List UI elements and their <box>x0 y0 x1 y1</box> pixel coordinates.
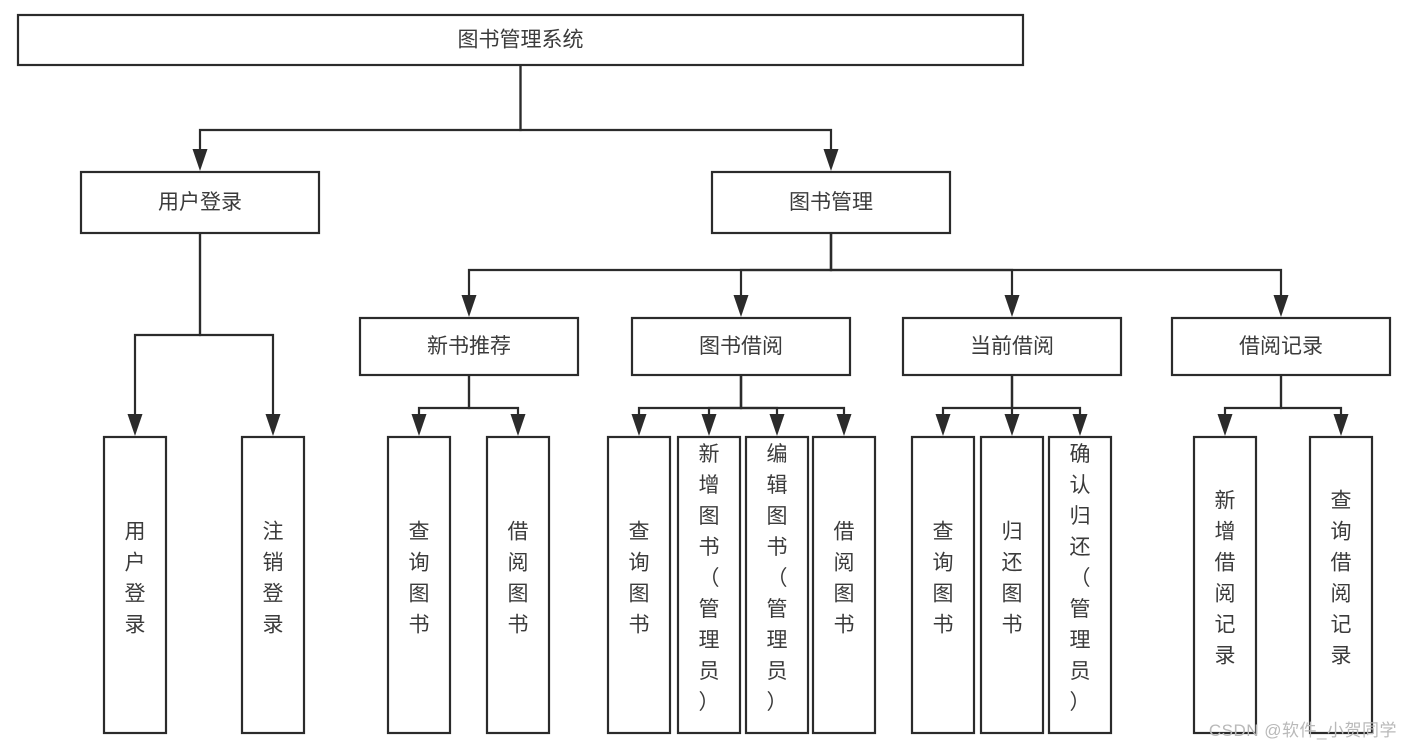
connector-edge-login-leaf1 <box>127 233 202 436</box>
connector-edge-login-leaf2 <box>198 233 281 436</box>
node-user-login[interactable]: 用户登录 <box>79 170 321 235</box>
node-book-manage[interactable]: 图书管理 <box>710 170 952 235</box>
connector-edge-borrow-leaf1 <box>631 375 743 436</box>
node-root[interactable]: 图书管理系统 <box>16 13 1025 67</box>
node-label-borrow-record: 借阅记录 <box>1239 335 1323 358</box>
node-leaf-add-book[interactable]: 新增图书（管理员） <box>676 435 742 735</box>
connector-edge-borrow-leaf2 <box>701 375 743 436</box>
edge-layer <box>127 65 1349 436</box>
node-box-new-book-rec <box>358 316 580 377</box>
node-layer: 图书管理系统用户登录图书管理新书推荐图书借阅当前借阅借阅记录用户登录注销登录查询… <box>16 13 1392 735</box>
node-label-leaf-add-record: 新增借阅记录 <box>1215 490 1236 668</box>
node-label-leaf-query-book-3: 查询图书 <box>933 521 954 637</box>
node-book-borrow[interactable]: 图书借阅 <box>630 316 852 377</box>
node-label-leaf-edit-book: 编辑图书（管理员） <box>767 443 788 714</box>
node-box-leaf-query-record <box>1308 435 1374 735</box>
node-leaf-return-book[interactable]: 归还图书 <box>979 435 1045 735</box>
node-leaf-add-record[interactable]: 新增借阅记录 <box>1192 435 1258 735</box>
node-box-leaf-user-login <box>102 435 168 735</box>
node-label-leaf-query-book-1: 查询图书 <box>409 521 430 637</box>
node-box-book-borrow <box>630 316 852 377</box>
node-label-leaf-return-book: 归还图书 <box>1002 521 1023 637</box>
node-label-leaf-query-book-2: 查询图书 <box>629 521 650 637</box>
connector-edge-root-users <box>192 65 522 171</box>
node-box-current-borrow <box>901 316 1123 377</box>
connector-edge-current-leaf1 <box>935 375 1014 436</box>
node-label-root: 图书管理系统 <box>458 29 584 52</box>
connector-edge-books-record <box>829 233 1289 317</box>
connector-edge-borrow-leaf4 <box>739 375 852 436</box>
node-box-leaf-add-record <box>1192 435 1258 735</box>
connector-edge-current-leaf3 <box>1010 375 1088 436</box>
connector-edge-books-borrow <box>733 233 833 317</box>
node-borrow-record[interactable]: 借阅记录 <box>1170 316 1392 377</box>
node-current-borrow[interactable]: 当前借阅 <box>901 316 1123 377</box>
connector-edge-borrow-leaf3 <box>739 375 785 436</box>
node-label-leaf-borrow-book-1: 借阅图书 <box>508 521 529 637</box>
node-label-user-login: 用户登录 <box>158 191 242 214</box>
node-box-borrow-record <box>1170 316 1392 377</box>
node-label-book-manage: 图书管理 <box>789 191 873 214</box>
node-leaf-edit-book[interactable]: 编辑图书（管理员） <box>744 435 810 735</box>
node-box-leaf-borrow-book-2 <box>811 435 877 735</box>
node-leaf-user-login[interactable]: 用户登录 <box>102 435 168 735</box>
node-label-leaf-add-book: 新增图书（管理员） <box>699 443 720 714</box>
node-box-leaf-add-book <box>676 435 742 735</box>
node-label-leaf-borrow-book-2: 借阅图书 <box>834 521 855 637</box>
connector-edge-books-current <box>829 233 1020 317</box>
node-box-leaf-query-book-1 <box>386 435 452 735</box>
node-leaf-borrow-book-1[interactable]: 借阅图书 <box>485 435 551 735</box>
node-box-user-login <box>79 170 321 235</box>
connector-edge-record-leaf2 <box>1279 375 1349 436</box>
connector-edge-record-leaf1 <box>1217 375 1283 436</box>
node-leaf-query-record[interactable]: 查询借阅记录 <box>1308 435 1374 735</box>
node-leaf-borrow-book-2[interactable]: 借阅图书 <box>811 435 877 735</box>
node-new-book-rec[interactable]: 新书推荐 <box>358 316 580 377</box>
node-label-leaf-query-record: 查询借阅记录 <box>1331 490 1352 668</box>
node-box-root <box>16 13 1025 67</box>
node-leaf-query-book-3[interactable]: 查询图书 <box>910 435 976 735</box>
connector-edge-books-newrec <box>461 233 833 317</box>
node-box-leaf-edit-book <box>744 435 810 735</box>
node-box-leaf-confirm-return <box>1047 435 1113 735</box>
node-label-current-borrow: 当前借阅 <box>970 335 1054 358</box>
node-box-leaf-borrow-book-1 <box>485 435 551 735</box>
node-box-book-manage <box>710 170 952 235</box>
node-label-leaf-confirm-return: 确认归还（管理员） <box>1070 443 1091 714</box>
node-leaf-query-book-1[interactable]: 查询图书 <box>386 435 452 735</box>
node-box-leaf-logout <box>240 435 306 735</box>
node-label-book-borrow: 图书借阅 <box>699 335 783 358</box>
node-leaf-logout[interactable]: 注销登录 <box>240 435 306 735</box>
node-label-leaf-user-login: 用户登录 <box>125 521 146 637</box>
node-box-leaf-query-book-2 <box>606 435 672 735</box>
node-label-leaf-logout: 注销登录 <box>263 521 284 637</box>
node-leaf-confirm-return[interactable]: 确认归还（管理员） <box>1047 435 1113 735</box>
node-leaf-query-book-2[interactable]: 查询图书 <box>606 435 672 735</box>
connector-edge-root-books <box>519 65 839 171</box>
node-box-leaf-query-book-3 <box>910 435 976 735</box>
connector-edge-newrec-leaf2 <box>467 375 526 436</box>
node-label-new-book-rec: 新书推荐 <box>427 335 511 358</box>
connector-edge-newrec-leaf1 <box>411 375 471 436</box>
node-box-leaf-return-book <box>979 435 1045 735</box>
